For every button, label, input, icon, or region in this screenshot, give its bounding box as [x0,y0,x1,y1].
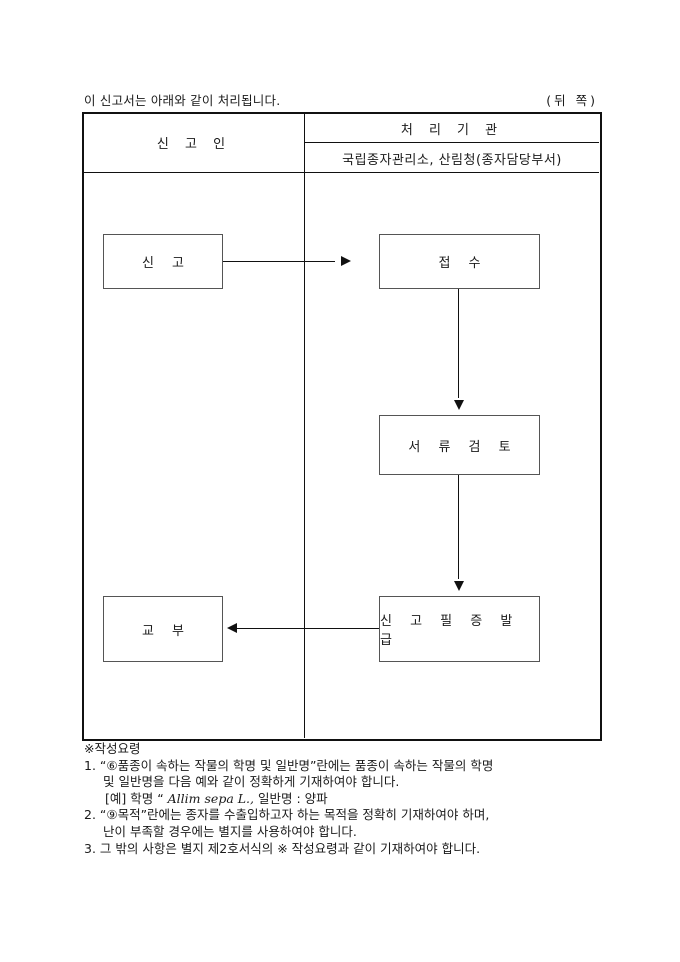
arrow-left-icon [227,623,237,633]
applicant-column-header: 신 고 인 [156,137,232,152]
processing-agency-header: 처 리 기 관 [400,123,504,138]
arrow-report-to-receipt-line [223,261,335,262]
instruction-1-line-1: 1. “⑥품종이 속하는 작물의 학명 및 일반명”란에는 품종이 속하는 작물… [84,757,494,773]
flow-step-receipt: 접 수 [379,234,540,289]
arrow-review-to-certificate-line [458,475,459,579]
column-divider [304,113,305,738]
writing-instructions: ※작성요령 1. “⑥품종이 속하는 작물의 학명 및 일반명”란에는 품종이 … [84,741,604,857]
flow-step-document-review: 서 류 검 토 [379,415,540,475]
instruction-1-example: [예] 학명 “ Allim sepa L., 일반명 : 양파 [84,791,604,808]
header-divider [83,172,599,173]
instruction-1-line-2: 및 일반명을 다음 예와 같이 정확하게 기재하여야 합니다. [103,774,400,790]
flow-step-label: 접 수 [438,256,488,271]
page-side-label: (뒤 쪽) [546,93,598,108]
flow-step-label: 신 고 필 증 발 급 [380,614,520,648]
process-table-frame [82,112,602,741]
instruction-3-line-1: 3. 그 밖의 사항은 별지 제2호서식의 ※ 작성요령과 같이 기재하여야 합… [84,840,481,856]
arrow-certificate-to-delivery-line [237,628,379,629]
arrow-down-icon [454,581,464,591]
subheader-divider [304,142,599,143]
flow-step-certificate-issue: 신 고 필 증 발 급 [379,596,540,662]
arrow-down-icon [454,400,464,410]
form-caption: 이 신고서는 아래와 같이 처리됩니다. [84,93,281,108]
flow-step-label: 서 류 검 토 [408,439,518,455]
instructions-title: ※작성요령 [84,741,141,756]
processing-agency-subheader: 국립종자관리소, 산림청(종자담당부서) [342,153,562,168]
example-prefix: [예] 학명 “ [105,790,168,806]
instruction-2-line-1: 2. “⑨목적”란에는 종자를 수출입하고자 하는 목적을 정확히 기재하여야 … [84,807,490,823]
flow-step-delivery: 교 부 [103,596,223,662]
flow-step-label: 교 부 [141,623,192,639]
arrow-right-icon [341,256,351,266]
instruction-2-line-2: 난이 부족할 경우에는 별지를 사용하여야 합니다. [103,823,357,839]
example-suffix: 일반명 : 양파 [254,790,328,806]
flow-step-report: 신 고 [103,234,223,289]
example-scientific-name: Allim sepa L., [167,790,254,806]
flow-step-label: 신 고 [141,256,192,271]
arrow-receipt-to-review-line [458,289,459,398]
